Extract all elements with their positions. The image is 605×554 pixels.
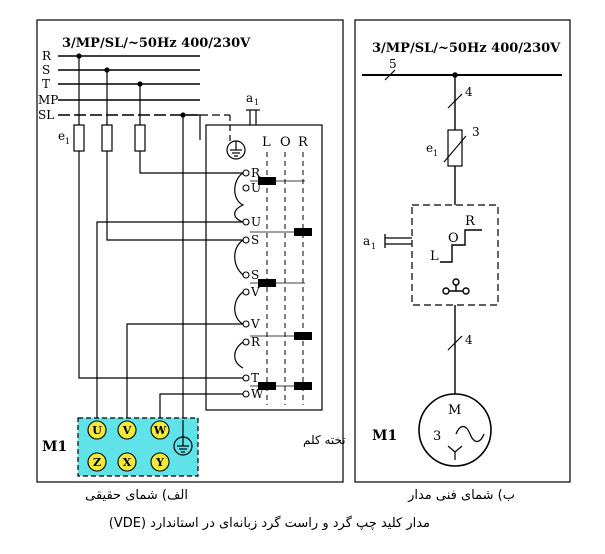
left-caption: الف) شمای حقیقی [85, 488, 188, 503]
header-l: L [262, 135, 271, 150]
contact-label-5: S [251, 268, 259, 282]
right-panel-frame [354, 19, 571, 483]
contact-label-6: V [250, 285, 260, 299]
star-connection-icon [447, 445, 463, 460]
contact-label-4: S [251, 233, 259, 247]
ac-wave-icon [455, 425, 485, 443]
contact-label-3: U [251, 215, 261, 229]
line-label-sl: SL [38, 108, 54, 122]
motor-phases: 3 [433, 429, 441, 444]
right-switch-sub: 1 [371, 242, 376, 251]
junction-dots [76, 53, 186, 118]
header-r: R [298, 135, 309, 150]
contact-label-9: T [251, 371, 259, 385]
right-switch-actuator [384, 234, 412, 248]
contact-label-8: R [251, 335, 261, 349]
contact-label-7: V [250, 317, 260, 331]
ground-symbol [226, 140, 246, 160]
right-bus-count: 5 [389, 57, 397, 71]
supply-lines [58, 55, 200, 116]
position-l: L [430, 249, 439, 264]
switch-label-sub: 1 [254, 98, 259, 107]
contact-jumpers [234, 172, 245, 369]
switch-box [205, 124, 323, 411]
contact-terminals [242, 169, 250, 398]
right-motor-tag: M1 [372, 428, 397, 444]
line-label-t: T [42, 77, 50, 91]
right-fuse [447, 129, 463, 167]
footer-caption: مدار کلید چپ گرد و راست گرد زبانه‌ای در … [108, 516, 430, 531]
line-label-r: R [42, 49, 52, 63]
line-label-mp: MP [38, 93, 58, 107]
switch-label: a [246, 91, 253, 105]
right-fuse-sub: 1 [433, 149, 438, 158]
left-supply-label: 3/MP/SL/~50Hz 400/230V [62, 36, 251, 51]
selector-handle-icon [442, 278, 470, 295]
position-rails [266, 152, 304, 405]
selector-steps [440, 229, 482, 263]
contact-label-10: W [251, 387, 264, 401]
right-fuse-label: e [426, 141, 433, 155]
terminal-y: Y [155, 456, 164, 469]
position-r: R [465, 214, 476, 229]
fuse-feeds [78, 56, 141, 125]
contact-label-2: U [251, 181, 261, 195]
wiring [78, 114, 243, 420]
header-o: O [280, 135, 291, 150]
terminal-u: U [92, 424, 102, 437]
left-panel-frame [36, 19, 344, 483]
terminal-v: V [122, 424, 132, 437]
motor-label: M [448, 403, 461, 418]
right-switch-box [411, 204, 499, 306]
terminal-z: Z [93, 456, 101, 469]
right-fuse-number: 3 [472, 125, 480, 139]
right-count-lower: 4 [465, 333, 473, 347]
right-switch-label: a [363, 234, 370, 248]
position-o: O [448, 231, 459, 246]
contact-label-1: R [251, 166, 261, 180]
motor-ground-icon [173, 420, 193, 456]
terminal-discs [87, 420, 170, 472]
switch-actuator [246, 109, 260, 125]
contact-bridges [250, 177, 312, 390]
line-label-s: S [42, 63, 50, 77]
right-supply-label: 3/MP/SL/~50Hz 400/230V [372, 41, 561, 56]
motor-symbol [418, 393, 492, 467]
board-caption: تخته کلم [303, 433, 346, 447]
left-motor-tag: M1 [42, 439, 67, 455]
terminal-w: W [153, 424, 167, 437]
fuse-label: e [58, 129, 65, 143]
fuse-label-sub: 1 [65, 137, 70, 146]
fuses [73, 124, 146, 152]
right-caption: ب) شمای فنی مدار [408, 488, 515, 503]
right-count-upper: 4 [465, 85, 473, 99]
terminal-x: X [123, 456, 132, 469]
